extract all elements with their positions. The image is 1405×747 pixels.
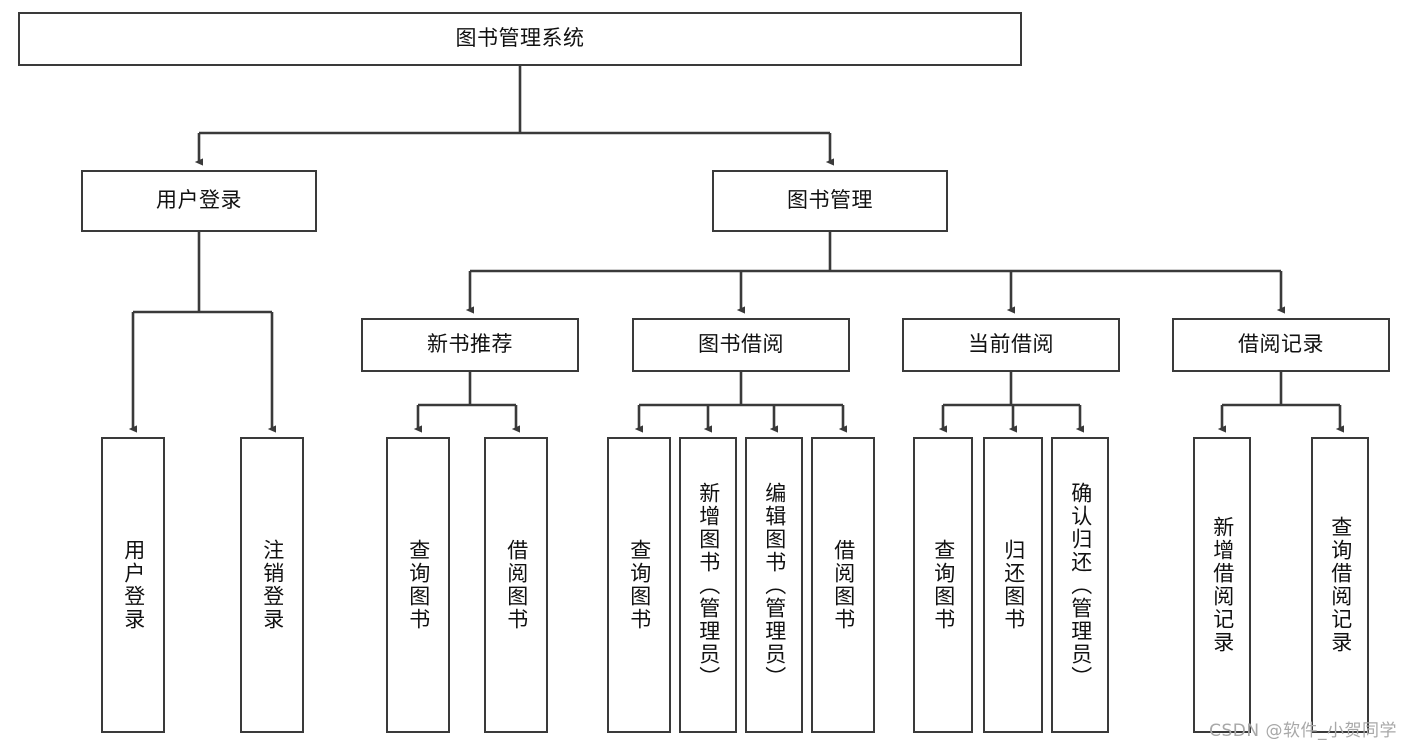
csdn-watermark: CSDN @软件_小贺同学 [1209, 721, 1397, 741]
leaf-edit-book[interactable]: 编辑图书（管理员） [745, 437, 803, 733]
leaf-return-book[interactable]: 归还图书 [983, 437, 1043, 733]
leaf-add-book-label: 新增图书（管理员） [696, 481, 721, 689]
leaf-logout[interactable]: 注销登录 [240, 437, 304, 733]
node-new-book-recommend[interactable]: 新书推荐 [361, 318, 579, 372]
node-root[interactable]: 图书管理系统 [18, 12, 1022, 66]
leaf-query-borrow-record-label: 查询借阅记录 [1328, 516, 1353, 654]
leaf-user-login[interactable]: 用户登录 [101, 437, 165, 733]
leaf-add-borrow-record[interactable]: 新增借阅记录 [1193, 437, 1251, 733]
leaf-logout-label: 注销登录 [260, 539, 285, 631]
node-book-borrow[interactable]: 图书借阅 [632, 318, 850, 372]
node-book-manage-label: 图书管理 [787, 188, 873, 213]
leaf-query-borrow-record[interactable]: 查询借阅记录 [1311, 437, 1369, 733]
leaf-query-book-current-label: 查询图书 [931, 539, 956, 631]
node-borrow-record-label: 借阅记录 [1238, 332, 1324, 357]
node-current-borrow-label: 当前借阅 [968, 332, 1054, 357]
leaf-borrow-book-recommend[interactable]: 借阅图书 [484, 437, 548, 733]
leaf-borrow-book[interactable]: 借阅图书 [811, 437, 875, 733]
leaf-add-book[interactable]: 新增图书（管理员） [679, 437, 737, 733]
leaf-user-login-label: 用户登录 [121, 539, 146, 631]
leaf-edit-book-label: 编辑图书（管理员） [762, 481, 787, 689]
leaf-return-book-label: 归还图书 [1001, 539, 1026, 631]
leaf-confirm-return-label: 确认归还（管理员） [1068, 481, 1093, 689]
node-borrow-record[interactable]: 借阅记录 [1172, 318, 1390, 372]
node-new-book-recommend-label: 新书推荐 [427, 332, 513, 357]
leaf-query-book-current[interactable]: 查询图书 [913, 437, 973, 733]
leaf-add-borrow-record-label: 新增借阅记录 [1210, 516, 1235, 654]
node-book-borrow-label: 图书借阅 [698, 332, 784, 357]
node-root-label: 图书管理系统 [455, 26, 585, 51]
leaf-query-book-borrow-label: 查询图书 [627, 539, 652, 631]
leaf-borrow-book-label: 借阅图书 [831, 539, 856, 631]
leaf-confirm-return[interactable]: 确认归还（管理员） [1051, 437, 1109, 733]
leaf-query-book-recommend-label: 查询图书 [406, 539, 431, 631]
node-current-borrow[interactable]: 当前借阅 [902, 318, 1120, 372]
node-user-login[interactable]: 用户登录 [81, 170, 317, 232]
leaf-borrow-book-recommend-label: 借阅图书 [504, 539, 529, 631]
leaf-query-book-borrow[interactable]: 查询图书 [607, 437, 671, 733]
node-book-manage[interactable]: 图书管理 [712, 170, 948, 232]
leaf-query-book-recommend[interactable]: 查询图书 [386, 437, 450, 733]
node-user-login-label: 用户登录 [156, 188, 242, 213]
